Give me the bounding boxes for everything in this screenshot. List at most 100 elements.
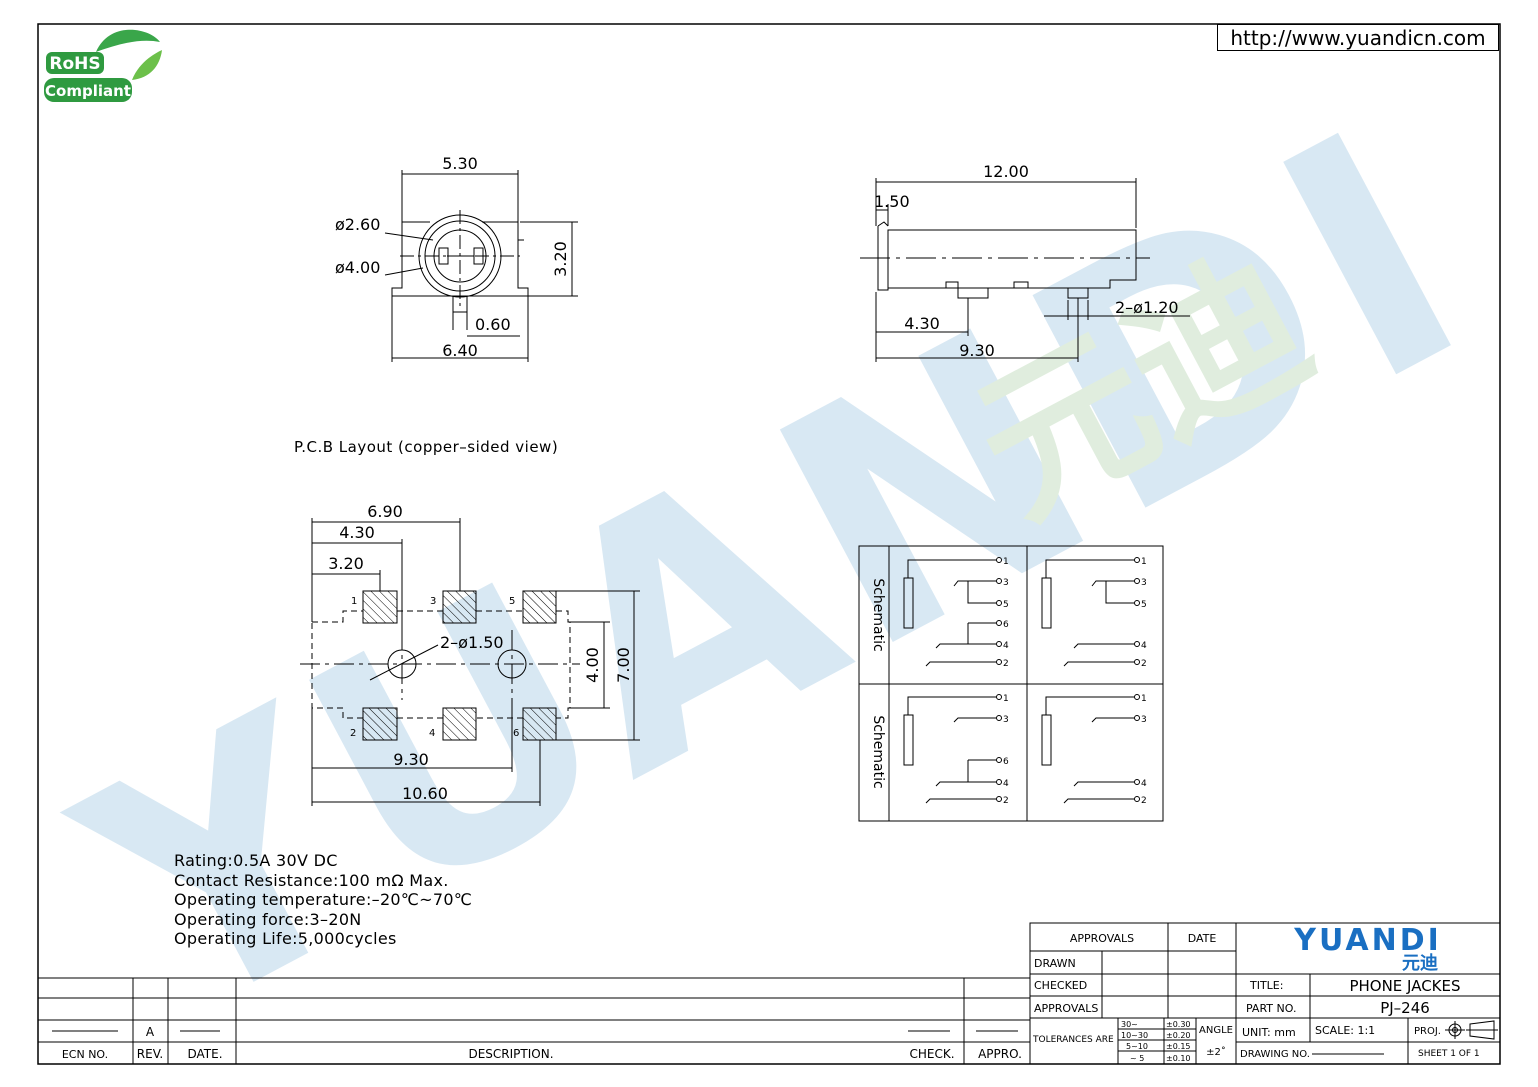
pcb-labels: 1 3 5 2 4 6 6.90 4.30 3.20 2–ø1.50 4.00 …	[328, 502, 633, 803]
pcb-pad-3: 3	[430, 596, 436, 607]
dim-pcb-400: 4.00	[583, 647, 602, 683]
rohs-logo-text-top: RoHS	[49, 54, 100, 74]
drawing-border	[37, 23, 1501, 1065]
spec-rating: Rating:0.5A 30V DC	[174, 851, 338, 870]
tb-approvals: APPROVALS	[1034, 1002, 1098, 1015]
tb-proj: PROJ.	[1414, 1026, 1441, 1037]
website-url[interactable]: http://www.yuandicn.com	[1217, 24, 1499, 51]
pcb-pad-5: 5	[509, 596, 515, 607]
header-check: CHECK.	[909, 1047, 954, 1061]
q3-pin-1: 1	[1003, 694, 1009, 704]
dim-pcb-430: 4.30	[339, 523, 375, 542]
q3-pin-6: 6	[1003, 757, 1009, 767]
side-view	[860, 178, 1190, 362]
pcb-pad-4: 4	[429, 728, 435, 739]
schematic-q1-pins: 1 3 5 6 4 2	[1003, 557, 1009, 669]
tb-tol-range-4: ~ 5	[1130, 1054, 1144, 1063]
dim-front-width-top: 5.30	[442, 154, 478, 173]
front-view	[384, 170, 578, 362]
company-logo-cjk: 元迪	[1402, 953, 1438, 974]
q1-pin-6: 6	[1003, 620, 1009, 630]
tb-checked: CHECKED	[1034, 979, 1087, 992]
dim-front-height: 3.20	[551, 241, 570, 277]
q2-pin-1: 1	[1141, 557, 1147, 567]
dim-pcb-690: 6.90	[367, 502, 403, 521]
header-rev: REV.	[137, 1047, 163, 1061]
q4-pin-2: 2	[1141, 796, 1147, 806]
schematic-q1	[903, 557, 1002, 667]
q1-pin-4: 4	[1003, 641, 1009, 651]
header-description: DESCRIPTION.	[468, 1047, 553, 1061]
schematic-q2	[1041, 557, 1140, 667]
dim-side-peg-span: 9.30	[959, 341, 995, 360]
q2-pin-4: 4	[1141, 641, 1147, 651]
tb-tol-value-2: ±0.20	[1166, 1031, 1191, 1040]
front-view-dims: 5.30 ø2.60 ø4.00 3.20 0.60 6.40	[335, 154, 570, 360]
dim-side-length: 12.00	[983, 162, 1029, 181]
dim-side-pegs: 2–ø1.20	[1115, 298, 1179, 317]
pcb-layout	[300, 518, 640, 806]
tb-tol-range-1: 30~	[1121, 1020, 1138, 1029]
q4-pin-4: 4	[1141, 779, 1147, 789]
q2-pin-3: 3	[1141, 578, 1147, 588]
tb-part-value: PJ–246	[1380, 999, 1430, 1017]
pcb-pad-2: 2	[350, 728, 356, 739]
tb-title-value: PHONE JACKES	[1349, 977, 1460, 995]
q1-pin-2: 2	[1003, 659, 1009, 669]
schematic-q2-pins: 1 3 5 4 2	[1141, 557, 1147, 669]
dim-front-width-bottom: 6.40	[442, 341, 478, 360]
spec-operating-force: Operating force:3–20N	[174, 909, 362, 929]
header-date: DATE.	[187, 1047, 222, 1061]
q3-pin-2: 2	[1003, 796, 1009, 806]
spec-contact-resistance: Contact Resistance:100 mΩ Max.	[174, 870, 449, 890]
tb-tol-value-1: ±0.30	[1166, 1020, 1191, 1029]
dim-front-dia-outer: ø4.00	[335, 258, 380, 277]
header-appro: APPRO.	[978, 1047, 1022, 1061]
q2-pin-5: 5	[1141, 600, 1147, 610]
pcb-layout-title: P.C.B Layout (copper–sided view)	[294, 438, 558, 456]
dim-front-dia-inner: ø2.60	[335, 215, 380, 234]
tb-angle-value: ±2˚	[1206, 1046, 1226, 1058]
side-view-dims: 12.00 1.50 2–ø1.20 4.30 9.30	[874, 162, 1179, 360]
q1-pin-3: 3	[1003, 578, 1009, 588]
tb-date-header: DATE	[1188, 932, 1217, 945]
tb-tolerances: TOLERANCES ARE	[1032, 1035, 1114, 1045]
tb-scale: SCALE: 1:1	[1315, 1024, 1375, 1037]
tb-tol-range-2: 10~30	[1121, 1031, 1148, 1040]
tb-drawn: DRAWN	[1034, 957, 1076, 970]
schematic-label-bottom: Schematic	[870, 715, 886, 788]
dim-pcb-holes: 2–ø1.50	[440, 633, 504, 652]
tb-tol-range-3: 5~10	[1126, 1042, 1148, 1051]
title-block-text: APPROVALS DATE DRAWN CHECKED APPROVALS T…	[1032, 923, 1480, 1063]
dim-pcb-930: 9.30	[393, 750, 429, 769]
revision-value: A	[146, 1025, 155, 1039]
tb-tol-value-4: ±0.10	[1166, 1054, 1191, 1063]
revision-labels: A ECN NO. REV. DATE. DESCRIPTION. CHECK.…	[62, 1025, 1022, 1061]
tb-tol-value-3: ±0.15	[1166, 1042, 1191, 1051]
revision-block	[38, 977, 1030, 1064]
schematic-grid	[858, 545, 1164, 822]
tb-title-label: TITLE:	[1249, 979, 1283, 992]
tb-angle-label: ANGLE	[1199, 1025, 1233, 1036]
dim-side-flange: 1.50	[874, 192, 910, 211]
q1-pin-1: 1	[1003, 557, 1009, 567]
q1-pin-5: 5	[1003, 600, 1009, 610]
pcb-pad-1: 1	[351, 596, 357, 607]
company-logo: YUANDI	[1293, 923, 1442, 958]
q4-pin-3: 3	[1141, 715, 1147, 725]
tb-sheet: SHEET 1 OF 1	[1418, 1049, 1480, 1059]
q3-pin-4: 4	[1003, 779, 1009, 789]
schematic-q3	[903, 694, 1002, 804]
schematic-q4	[1041, 694, 1140, 804]
dim-pcb-1060: 10.60	[402, 784, 448, 803]
title-block	[1029, 922, 1501, 1065]
header-ecn-no: ECN NO.	[62, 1048, 108, 1061]
pcb-pad-6: 6	[513, 728, 519, 739]
rohs-logo-text-bottom: Compliant	[45, 82, 131, 100]
tb-drawing-no: DRAWING NO.	[1240, 1049, 1310, 1060]
rohs-logo: RoHS Compliant	[44, 29, 162, 102]
schematic-label-top: Schematic	[870, 578, 886, 651]
spec-operating-temperature: Operating temperature:–20℃~70℃	[174, 890, 473, 909]
specifications: Rating:0.5A 30V DC Contact Resistance:10…	[174, 851, 472, 949]
spec-operating-life: Operating Life:5,000cycles	[174, 929, 397, 948]
